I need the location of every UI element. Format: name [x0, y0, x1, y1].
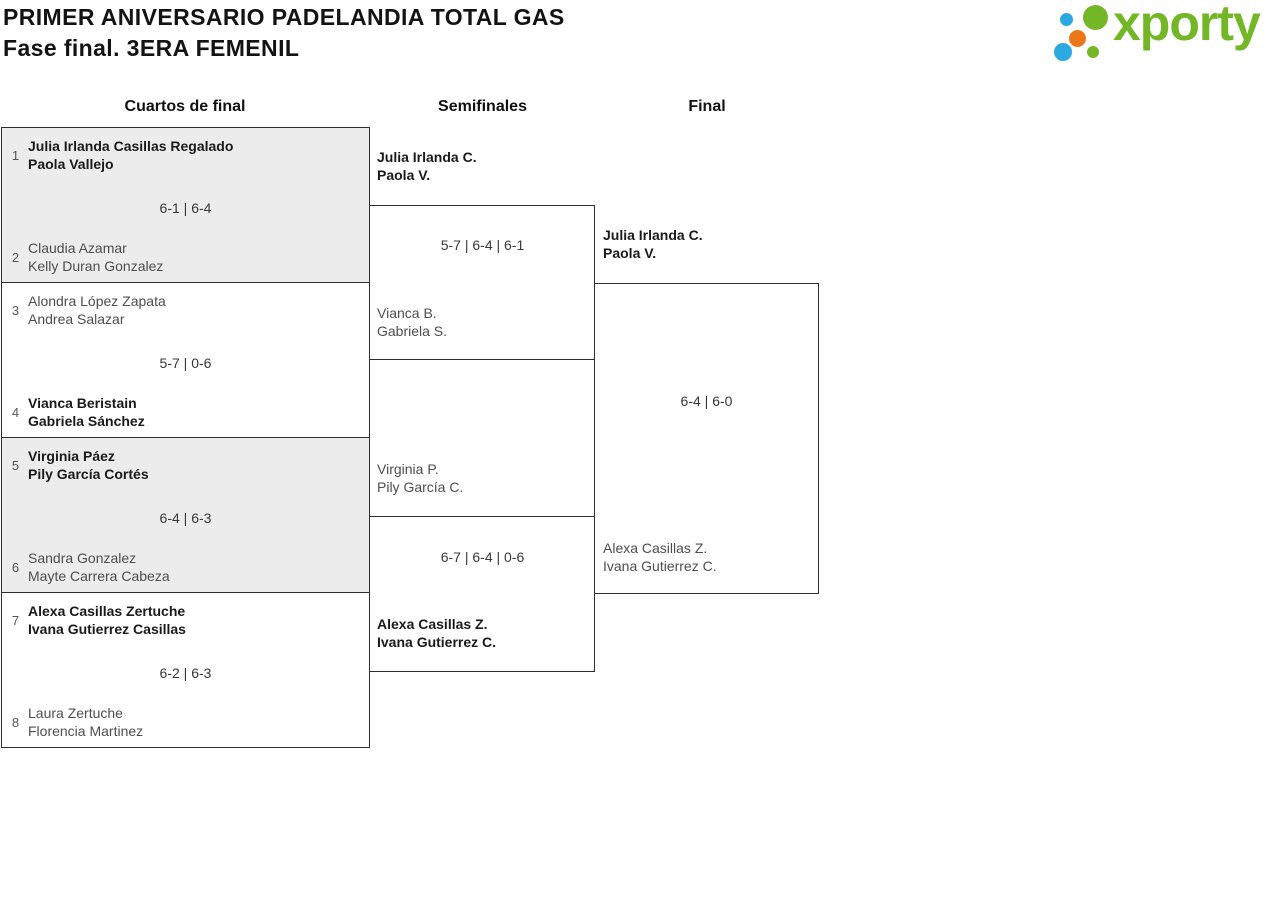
player-name: Pily García C. — [377, 479, 464, 495]
logo-dot-orange-icon — [1069, 30, 1086, 47]
sf2-score: 6-7 | 6-4 | 0-6 — [440, 549, 525, 565]
round-header-final: Final — [688, 98, 726, 115]
player-name: Gabriela S. — [377, 323, 448, 339]
player-name: Julia Irlanda C. — [603, 227, 703, 243]
seed-number: 7 — [11, 612, 20, 628]
team-row: 2 Claudia Azamar Kelly Duran Gonzalez — [9, 239, 361, 275]
player-name: Gabriela Sánchez — [28, 413, 145, 429]
match-box-qf1: 1 Julia Irlanda Casillas Regalado Paola … — [1, 127, 370, 283]
player-name: Ivana Gutierrez C. — [377, 634, 497, 650]
sf2-team-top: Virginia P. Pily García C. — [377, 460, 463, 496]
sf1-team-top: Julia Irlanda C. Paola V. — [377, 148, 477, 184]
player-name: Andrea Salazar — [28, 311, 125, 327]
team-names: Vianca Beristain Gabriela Sánchez — [28, 394, 145, 430]
sf2-team-bottom: Alexa Casillas Z. Ivana Gutierrez C. — [377, 615, 496, 651]
seed-number: 3 — [11, 302, 20, 318]
player-name: Sandra Gonzalez — [28, 550, 137, 566]
round-header-cuartos: Cuartos de final — [124, 98, 246, 115]
team-row: 4 Vianca Beristain Gabriela Sánchez — [9, 394, 361, 430]
player-name: Vianca Beristain — [28, 395, 137, 411]
player-name: Julia Irlanda Casillas Regalado — [28, 138, 234, 154]
tournament-name: PRIMER ANIVERSARIO PADELANDIA TOTAL GAS — [3, 4, 565, 30]
seed-number: 5 — [11, 457, 20, 473]
team-row: 8 Laura Zertuche Florencia Martinez — [9, 704, 361, 740]
seed-number: 1 — [11, 147, 20, 163]
phase-name: Fase final. 3ERA FEMENIL — [3, 35, 300, 61]
player-name: Alexa Casillas Z. — [603, 540, 708, 556]
player-name: Kelly Duran Gonzalez — [28, 258, 164, 274]
player-name: Virginia Páez — [28, 448, 115, 464]
player-name: Paola V. — [603, 245, 657, 261]
team-names: Sandra Gonzalez Mayte Carrera Cabeza — [28, 549, 170, 585]
final-team-top: Julia Irlanda C. Paola V. — [603, 226, 703, 262]
team-row: 5 Virginia Páez Pily García Cortés — [9, 447, 361, 483]
match-box-sf2 — [370, 516, 595, 672]
team-names: Alondra López Zapata Andrea Salazar — [28, 292, 166, 328]
final-team-bottom: Alexa Casillas Z. Ivana Gutierrez C. — [603, 539, 717, 575]
player-name: Ivana Gutierrez Casillas — [28, 621, 186, 637]
team-names: Julia Irlanda Casillas Regalado Paola Va… — [28, 137, 233, 173]
logo-dot-green-big-icon — [1083, 5, 1108, 30]
match-box-sf1 — [370, 205, 595, 360]
team-row: 6 Sandra Gonzalez Mayte Carrera Cabeza — [9, 549, 361, 585]
player-name: Paola V. — [377, 167, 431, 183]
player-name: Alexa Casillas Zertuche — [28, 603, 186, 619]
logo-dot-green-small-icon — [1087, 46, 1099, 58]
seed-number: 8 — [11, 714, 20, 730]
match-box-qf4: 7 Alexa Casillas Zertuche Ivana Gutierre… — [1, 593, 370, 748]
team-names: Alexa Casillas Zertuche Ivana Gutierrez … — [28, 602, 186, 638]
player-name: Florencia Martinez — [28, 723, 144, 739]
team-row: 7 Alexa Casillas Zertuche Ivana Gutierre… — [9, 602, 361, 638]
player-name: Alexa Casillas Z. — [377, 616, 488, 632]
match-score: 6-2 | 6-3 — [159, 665, 212, 681]
team-names: Laura Zertuche Florencia Martinez — [28, 704, 143, 740]
team-row: 3 Alondra López Zapata Andrea Salazar — [9, 292, 361, 328]
team-names: Virginia Páez Pily García Cortés — [28, 447, 149, 483]
player-name: Alondra López Zapata — [28, 293, 166, 309]
player-name: Laura Zertuche — [28, 705, 123, 721]
team-names: Claudia Azamar Kelly Duran Gonzalez — [28, 239, 163, 275]
player-name: Mayte Carrera Cabeza — [28, 568, 170, 584]
match-score: 5-7 | 0-6 — [159, 355, 212, 371]
page-title: PRIMER ANIVERSARIO PADELANDIA TOTAL GAS … — [3, 2, 565, 64]
match-box-qf2: 3 Alondra López Zapata Andrea Salazar 5-… — [1, 283, 370, 438]
match-box-qf3: 5 Virginia Páez Pily García Cortés 6-4 |… — [1, 438, 370, 593]
player-name: Pily García Cortés — [28, 466, 149, 482]
final-score: 6-4 | 6-0 — [680, 393, 733, 409]
round-header-semifinales: Semifinales — [438, 98, 527, 115]
seed-number: 6 — [11, 559, 20, 575]
player-name: Ivana Gutierrez C. — [603, 558, 717, 574]
logo-dot-blue-bottom-icon — [1054, 43, 1072, 61]
player-name: Vianca B. — [377, 305, 437, 321]
logo-dot-blue-top-icon — [1060, 13, 1073, 26]
match-score: 6-1 | 6-4 — [159, 200, 212, 216]
xporty-logo[interactable]: xporty — [1050, 0, 1278, 66]
team-row: 1 Julia Irlanda Casillas Regalado Paola … — [9, 137, 361, 173]
xporty-wordmark: xporty — [1113, 0, 1261, 51]
seed-number: 4 — [11, 404, 20, 420]
match-box-final — [594, 283, 819, 594]
player-name: Claudia Azamar — [28, 240, 127, 256]
player-name: Julia Irlanda C. — [377, 149, 477, 165]
sf1-team-bottom: Vianca B. Gabriela S. — [377, 304, 447, 340]
match-score: 6-4 | 6-3 — [159, 510, 212, 526]
seed-number: 2 — [11, 249, 20, 265]
sf1-score: 5-7 | 6-4 | 6-1 — [440, 237, 525, 253]
player-name: Paola Vallejo — [28, 156, 114, 172]
player-name: Virginia P. — [377, 461, 439, 477]
